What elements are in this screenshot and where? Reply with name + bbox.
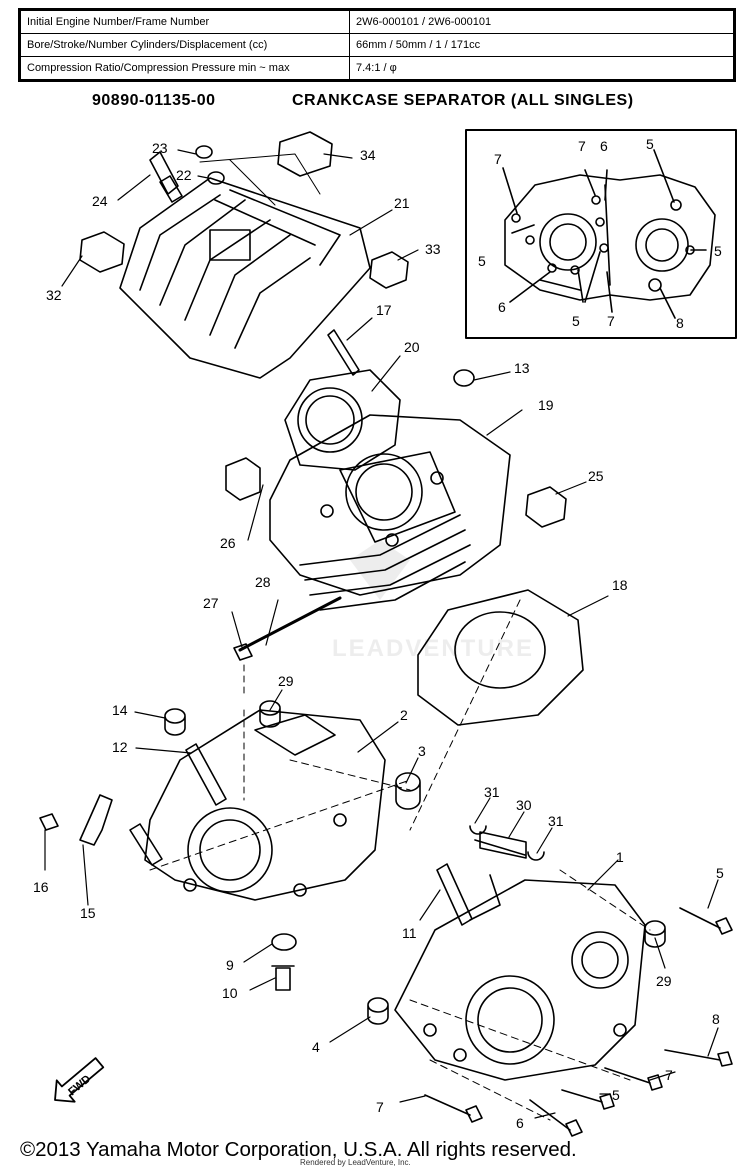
spark-plug (149, 151, 183, 203)
spec-label: Compression Ratio/Compression Pressure m… (19, 56, 350, 81)
callout-label: 31 (484, 784, 500, 800)
callout-label: 16 (33, 879, 49, 895)
spec-value: 2W6-000101 / 2W6-000101 (349, 9, 735, 34)
fwd-arrow-icon (54, 1057, 105, 1103)
callout-label: 5 (612, 1087, 620, 1103)
inset-callout-label: 7 (607, 313, 615, 329)
callout-label: 24 (92, 193, 108, 209)
damper-rubber (79, 231, 125, 273)
dowel-pin (367, 997, 389, 1025)
copyright-notice: ©2013 Yamaha Motor Corporation, U.S.A. A… (20, 1138, 577, 1161)
callout-label: 21 (394, 195, 410, 211)
damper-rubber (225, 457, 261, 501)
callout-label: 32 (46, 287, 62, 303)
stud-bolt (129, 823, 163, 866)
callout-label: 25 (588, 468, 604, 484)
stud-bolt (327, 329, 360, 376)
bracket (79, 794, 113, 846)
callout-label: 11 (402, 925, 417, 941)
callout-label: 18 (612, 577, 628, 593)
callout-label: 1 (616, 849, 624, 865)
inset-callout-label: 7 (494, 151, 502, 167)
cylinder (269, 414, 511, 611)
callout-label: 20 (404, 339, 420, 355)
inset-bolt-pattern (465, 129, 737, 339)
leader-lines (44, 149, 719, 1119)
callout-label: 30 (516, 797, 532, 813)
inset-callout-label: 8 (676, 315, 684, 331)
crankcase-left (144, 709, 386, 901)
callout-label: 9 (226, 957, 234, 973)
spec-row: Compression Ratio/Compression Pressure m… (19, 56, 735, 81)
callout-label: 19 (538, 397, 554, 413)
cylinder-base-gasket (417, 589, 584, 726)
inset-callout-label: 5 (646, 136, 654, 152)
inset-callout-label: 5 (572, 313, 580, 329)
dowel-pin (259, 700, 281, 728)
callout-label: 22 (176, 167, 192, 183)
callout-label: 5 (716, 865, 724, 881)
crankcase-bolts (424, 907, 733, 1137)
inset-callout-label: 6 (498, 299, 506, 315)
callout-label: 28 (255, 574, 271, 590)
cylinder-nut (453, 369, 475, 387)
stud-bolt (185, 743, 227, 806)
callout-label: 34 (360, 147, 376, 163)
callout-label: 7 (665, 1067, 673, 1083)
head-cover-rubber (277, 131, 333, 177)
bolt (39, 813, 59, 831)
gasket-washer (271, 933, 297, 951)
callout-label: 33 (425, 241, 441, 257)
spec-table: Initial Engine Number/Frame Number 2W6-0… (18, 8, 736, 82)
callout-label: 26 (220, 535, 236, 551)
callout-label: 10 (222, 985, 238, 1001)
callout-label: 27 (203, 595, 219, 611)
inset-callout-label: 7 (578, 138, 586, 154)
plug-washer (195, 145, 225, 185)
spec-row: Bore/Stroke/Number Cylinders/Displacemen… (19, 33, 735, 57)
spec-value: 7.4:1 / φ (349, 56, 735, 81)
inset-callout-label: 5 (478, 253, 486, 269)
callout-label: 31 (548, 813, 564, 829)
oil-delivery-pipe (238, 596, 342, 652)
stud-bolt (436, 863, 473, 926)
cylinder-head-gasket (284, 369, 401, 471)
watermark-text: LEADVENTURE (332, 635, 534, 662)
callout-label: 14 (112, 702, 128, 718)
cylinder-head (119, 177, 371, 379)
callout-label: 15 (80, 905, 96, 921)
inset-callout-label: 5 (714, 243, 722, 259)
crankcase-right (394, 874, 646, 1081)
callout-label: 7 (376, 1099, 384, 1115)
callout-label: 2 (400, 707, 408, 723)
collar (395, 772, 421, 810)
callout-label: 4 (312, 1039, 320, 1055)
dowel-pin (644, 920, 666, 948)
damper-rubber (369, 251, 409, 289)
drain-plug (271, 965, 295, 991)
rendered-by-credit: Rendered by LeadVenture, Inc. (300, 1158, 411, 1167)
callout-label: 12 (112, 739, 128, 755)
callout-label: 17 (376, 302, 392, 318)
callout-label: 29 (278, 673, 294, 689)
inset-callout-label: 6 (600, 138, 608, 154)
tool-name: CRANKCASE SEPARATOR (ALL SINGLES) (292, 92, 634, 109)
callout-label: 13 (514, 360, 530, 376)
callout-label: 6 (516, 1115, 524, 1131)
spec-row: Initial Engine Number/Frame Number 2W6-0… (19, 9, 735, 34)
dowel-pin (164, 708, 186, 736)
callout-label: 8 (712, 1011, 720, 1027)
collar-and-o-rings (469, 825, 545, 861)
callout-label: 29 (656, 973, 672, 989)
callout-label: 3 (418, 743, 426, 759)
damper-rubber (525, 486, 567, 528)
callout-label: 23 (152, 140, 168, 156)
tool-part-number: 90890-01135-00 (92, 92, 216, 109)
fwd-label: FWD (66, 1073, 93, 1098)
